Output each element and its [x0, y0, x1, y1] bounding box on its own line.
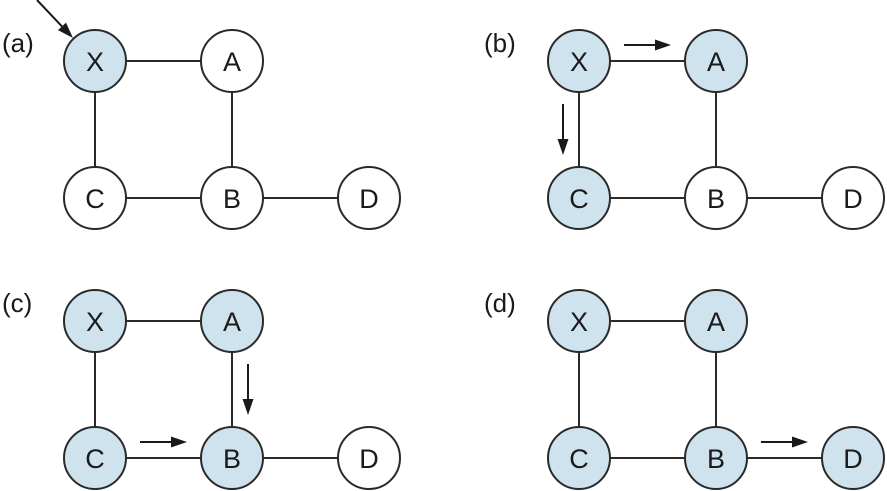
panel-a: (a) X A B C D: [2, 0, 401, 230]
node-label: C: [569, 184, 589, 214]
panel-label: (b): [484, 28, 516, 58]
unvisited-node-circle: [337, 426, 401, 490]
node-a: A: [684, 289, 748, 353]
node-label: A: [223, 47, 241, 77]
node-x: X: [63, 289, 127, 353]
arrow-c-to-b: [140, 436, 187, 448]
node-label: X: [570, 307, 588, 337]
node-c: C: [63, 426, 127, 490]
visited-node-circle: [684, 289, 748, 353]
node-label: D: [843, 444, 863, 474]
unvisited-node-circle: [337, 166, 401, 230]
node-a: A: [200, 29, 264, 93]
node-d: D: [337, 166, 401, 230]
unvisited-node-circle: [821, 166, 885, 230]
panel-d: (d) X A B C D: [484, 288, 885, 490]
arrowhead-icon: [242, 399, 254, 415]
node-label: D: [843, 184, 863, 214]
visited-node-circle: [63, 29, 127, 93]
arrow-x-to-a: [624, 39, 671, 51]
node-x: X: [63, 29, 127, 93]
node-b: B: [684, 166, 748, 230]
node-x: X: [547, 289, 611, 353]
visited-node-circle: [547, 29, 611, 93]
node-label: B: [223, 184, 241, 214]
visited-node-circle: [547, 289, 611, 353]
unvisited-node-circle: [200, 166, 264, 230]
node-d: D: [821, 166, 885, 230]
arrowhead-icon: [557, 139, 569, 155]
node-label: A: [707, 47, 725, 77]
entry-arrow: [36, 0, 73, 38]
node-c: C: [547, 166, 611, 230]
panel-label: (d): [484, 288, 516, 318]
node-d: D: [337, 426, 401, 490]
node-b: B: [200, 166, 264, 230]
unvisited-node-circle: [684, 166, 748, 230]
arrowhead-icon: [58, 22, 73, 38]
visited-node-circle: [821, 426, 885, 490]
node-label: X: [86, 307, 104, 337]
node-label: D: [359, 444, 379, 474]
panel-c: (c) X A B C D: [2, 288, 401, 490]
node-label: B: [223, 444, 241, 474]
arrow-a-to-b: [242, 364, 254, 415]
node-d: D: [821, 426, 885, 490]
node-label: C: [569, 444, 589, 474]
unvisited-node-circle: [63, 166, 127, 230]
arrowhead-icon: [655, 39, 671, 51]
node-label: X: [570, 47, 588, 77]
arrow-b-to-d: [761, 436, 808, 448]
visited-node-circle: [547, 166, 611, 230]
node-label: C: [85, 184, 105, 214]
arrowhead-icon: [792, 436, 808, 448]
node-label: C: [85, 444, 105, 474]
node-a: A: [684, 29, 748, 93]
node-c: C: [63, 166, 127, 230]
node-x: X: [547, 29, 611, 93]
visited-node-circle: [63, 289, 127, 353]
visited-node-circle: [684, 426, 748, 490]
node-label: X: [86, 47, 104, 77]
node-label: B: [707, 444, 725, 474]
node-label: A: [707, 307, 725, 337]
panel-b: (b) X A B C D: [484, 28, 885, 230]
node-b: B: [200, 426, 264, 490]
panel-label: (c): [2, 288, 32, 318]
visited-node-circle: [200, 426, 264, 490]
node-a: A: [200, 289, 264, 353]
node-c: C: [547, 426, 611, 490]
arrow-x-to-c: [557, 104, 569, 155]
visited-node-circle: [63, 426, 127, 490]
visited-node-circle: [547, 426, 611, 490]
unvisited-node-circle: [200, 29, 264, 93]
panel-label: (a): [2, 28, 34, 58]
node-label: A: [223, 307, 241, 337]
arrowhead-icon: [171, 436, 187, 448]
node-b: B: [684, 426, 748, 490]
node-label: D: [359, 184, 379, 214]
visited-node-circle: [684, 29, 748, 93]
node-label: B: [707, 184, 725, 214]
arrow-shaft: [36, 0, 63, 28]
visited-node-circle: [200, 289, 264, 353]
